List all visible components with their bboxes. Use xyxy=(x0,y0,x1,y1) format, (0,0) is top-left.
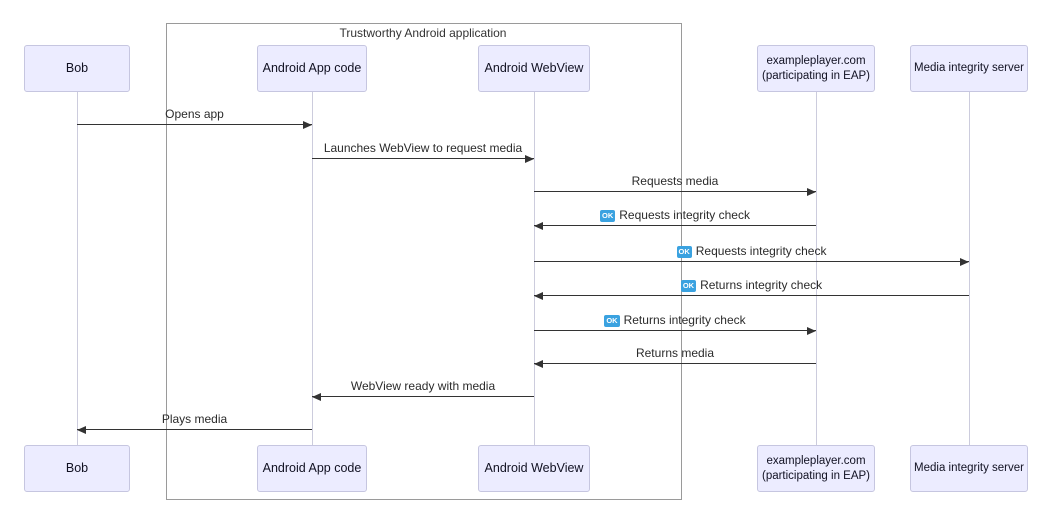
message-label: Requests media xyxy=(534,174,816,188)
actor-label: Android WebView xyxy=(484,460,584,475)
lifeline-exampleplayer xyxy=(816,92,817,445)
message-line xyxy=(77,429,312,430)
message-returns-media: Returns media xyxy=(534,344,816,368)
arrowhead-icon xyxy=(534,292,543,300)
message-text: Returns integrity check xyxy=(623,313,746,327)
actor-exampleplayer-bottom: exampleplayer.com (participating in EAP) xyxy=(757,445,875,492)
actor-label: Android WebView xyxy=(484,60,584,75)
actor-label: Media integrity server xyxy=(914,462,1024,475)
message-text: Launches WebView to request media xyxy=(323,141,523,155)
ok-badge-icon: OK xyxy=(600,209,616,222)
message-plays-media: Plays media xyxy=(77,410,312,434)
ok-badge-icon: OK xyxy=(604,314,620,327)
arrowhead-icon xyxy=(77,426,86,434)
actor-bob-bottom: Bob xyxy=(24,445,130,492)
message-line xyxy=(534,295,969,296)
message-label: Opens app xyxy=(77,107,312,121)
actor-label: Android App code xyxy=(262,60,362,75)
ok-badge-icon: OK xyxy=(680,279,697,292)
message-line xyxy=(312,396,534,397)
actor-android-app-code-top: Android App code xyxy=(257,45,367,92)
actor-android-webview-bottom: Android WebView xyxy=(478,445,590,492)
message-text: Requests integrity check xyxy=(695,244,827,258)
actor-label: Media integrity server xyxy=(914,62,1024,75)
message-line xyxy=(534,261,969,262)
actor-media-integrity-server-bottom: Media integrity server xyxy=(910,445,1028,492)
message-label: Returns media xyxy=(534,346,816,360)
message-line xyxy=(534,363,816,364)
arrowhead-icon xyxy=(534,222,543,230)
message-opens-app: Opens app xyxy=(77,105,312,129)
actor-android-webview-top: Android WebView xyxy=(478,45,590,92)
actor-exampleplayer-top: exampleplayer.com (participating in EAP) xyxy=(757,45,875,92)
actor-android-app-code-bottom: Android App code xyxy=(257,445,367,492)
arrowhead-icon xyxy=(303,121,312,129)
message-text: Requests integrity check xyxy=(619,208,750,222)
arrowhead-icon xyxy=(807,188,816,196)
actor-label: Bob xyxy=(65,460,89,475)
actor-label-line2: (participating in EAP) xyxy=(761,469,871,482)
message-line xyxy=(534,191,816,192)
ok-badge-icon: OK xyxy=(676,245,692,258)
lifeline-android-webview xyxy=(534,92,535,445)
actor-media-integrity-server-top: Media integrity server xyxy=(910,45,1028,92)
lifeline-bob xyxy=(77,92,78,445)
lifeline-media-integrity-server xyxy=(969,92,970,445)
message-label: WebView ready with media xyxy=(312,379,534,393)
message-text: Returns integrity check xyxy=(700,278,823,292)
arrowhead-icon xyxy=(534,360,543,368)
message-label: Plays media xyxy=(77,412,312,426)
message-text: WebView ready with media xyxy=(350,379,496,393)
arrowhead-icon xyxy=(525,155,534,163)
message-line xyxy=(534,330,816,331)
message-text: Opens app xyxy=(165,107,224,121)
message-label: Launches WebView to request media xyxy=(312,141,534,155)
actor-label: Bob xyxy=(65,60,89,75)
message-line xyxy=(534,225,816,226)
message-requests-media: Requests media xyxy=(534,172,816,196)
message-text: Plays media xyxy=(161,412,228,426)
message-line xyxy=(312,158,534,159)
actor-label: exampleplayer.com xyxy=(766,55,866,68)
message-text: Requests media xyxy=(631,174,719,188)
lifeline-android-app-code xyxy=(312,92,313,445)
actor-bob-top: Bob xyxy=(24,45,130,92)
message-launches-webview: Launches WebView to request media xyxy=(312,139,534,163)
actor-label-line2: (participating in EAP) xyxy=(761,69,871,82)
arrowhead-icon xyxy=(960,258,969,266)
frame-title: Trustworthy Android application xyxy=(339,26,507,40)
actor-label: exampleplayer.com xyxy=(766,455,866,468)
arrowhead-icon xyxy=(807,327,816,335)
actor-label: Android App code xyxy=(262,460,362,475)
message-text: Returns media xyxy=(635,346,715,360)
message-line xyxy=(77,124,312,125)
arrowhead-icon xyxy=(312,393,321,401)
message-webview-ready: WebView ready with media xyxy=(312,377,534,401)
